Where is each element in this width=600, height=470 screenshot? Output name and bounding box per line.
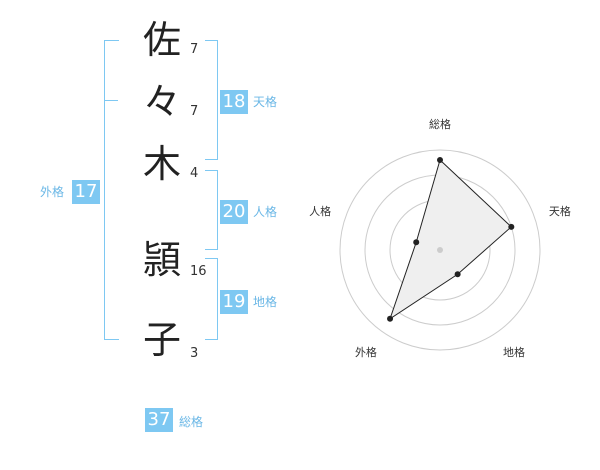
gaikaku-label: 外格: [40, 185, 65, 199]
chikaku-bracket: [205, 258, 218, 340]
name-char-4: 頴: [142, 238, 181, 282]
soukaku-value: 37: [145, 408, 173, 432]
gaikaku-value: 17: [72, 180, 100, 204]
radar-axis-label-5: 人格: [309, 204, 331, 218]
stroke-count-3: 4: [190, 166, 199, 181]
stroke-count-2: 7: [190, 104, 199, 119]
chikaku-label: 地格: [253, 295, 278, 309]
name-char-1: 佐: [142, 18, 181, 62]
radar-point-3: [454, 271, 461, 278]
radar-center-dot: [437, 247, 443, 253]
tenkaku-value: 18: [220, 90, 248, 114]
radar-data-polygon: [389, 159, 513, 320]
chikaku-value: 19: [220, 290, 248, 314]
gaikaku-bracket-tick: [104, 100, 118, 101]
jinkaku-value: 20: [220, 200, 248, 224]
radar-point-5: [413, 239, 420, 246]
tenkaku-label: 天格: [253, 95, 278, 109]
name-char-5: 子: [142, 318, 181, 362]
tenkaku-bracket: [205, 40, 218, 160]
stroke-count-4: 16: [190, 264, 207, 279]
stroke-count-5: 3: [190, 346, 199, 361]
jinkaku-label: 人格: [253, 205, 278, 219]
stroke-count-1: 7: [190, 42, 199, 57]
radar-point-2: [508, 223, 515, 230]
name-char-3: 木: [142, 142, 181, 186]
radar-point-4: [387, 315, 394, 322]
radar-axis-label-4: 外格: [355, 345, 377, 359]
jinkaku-bracket: [205, 170, 218, 250]
name-char-2: 々: [142, 80, 181, 124]
radar-point-1: [437, 157, 443, 163]
radar-axis-label-3: 地格: [503, 345, 525, 359]
radar-grid-ring-4: [339, 149, 541, 351]
gaikaku-bracket: [104, 40, 119, 340]
soukaku-label: 総格: [179, 415, 204, 429]
radar-axis-label-2: 天格: [549, 204, 571, 218]
radar-axis-label-1: 総格: [429, 117, 451, 131]
